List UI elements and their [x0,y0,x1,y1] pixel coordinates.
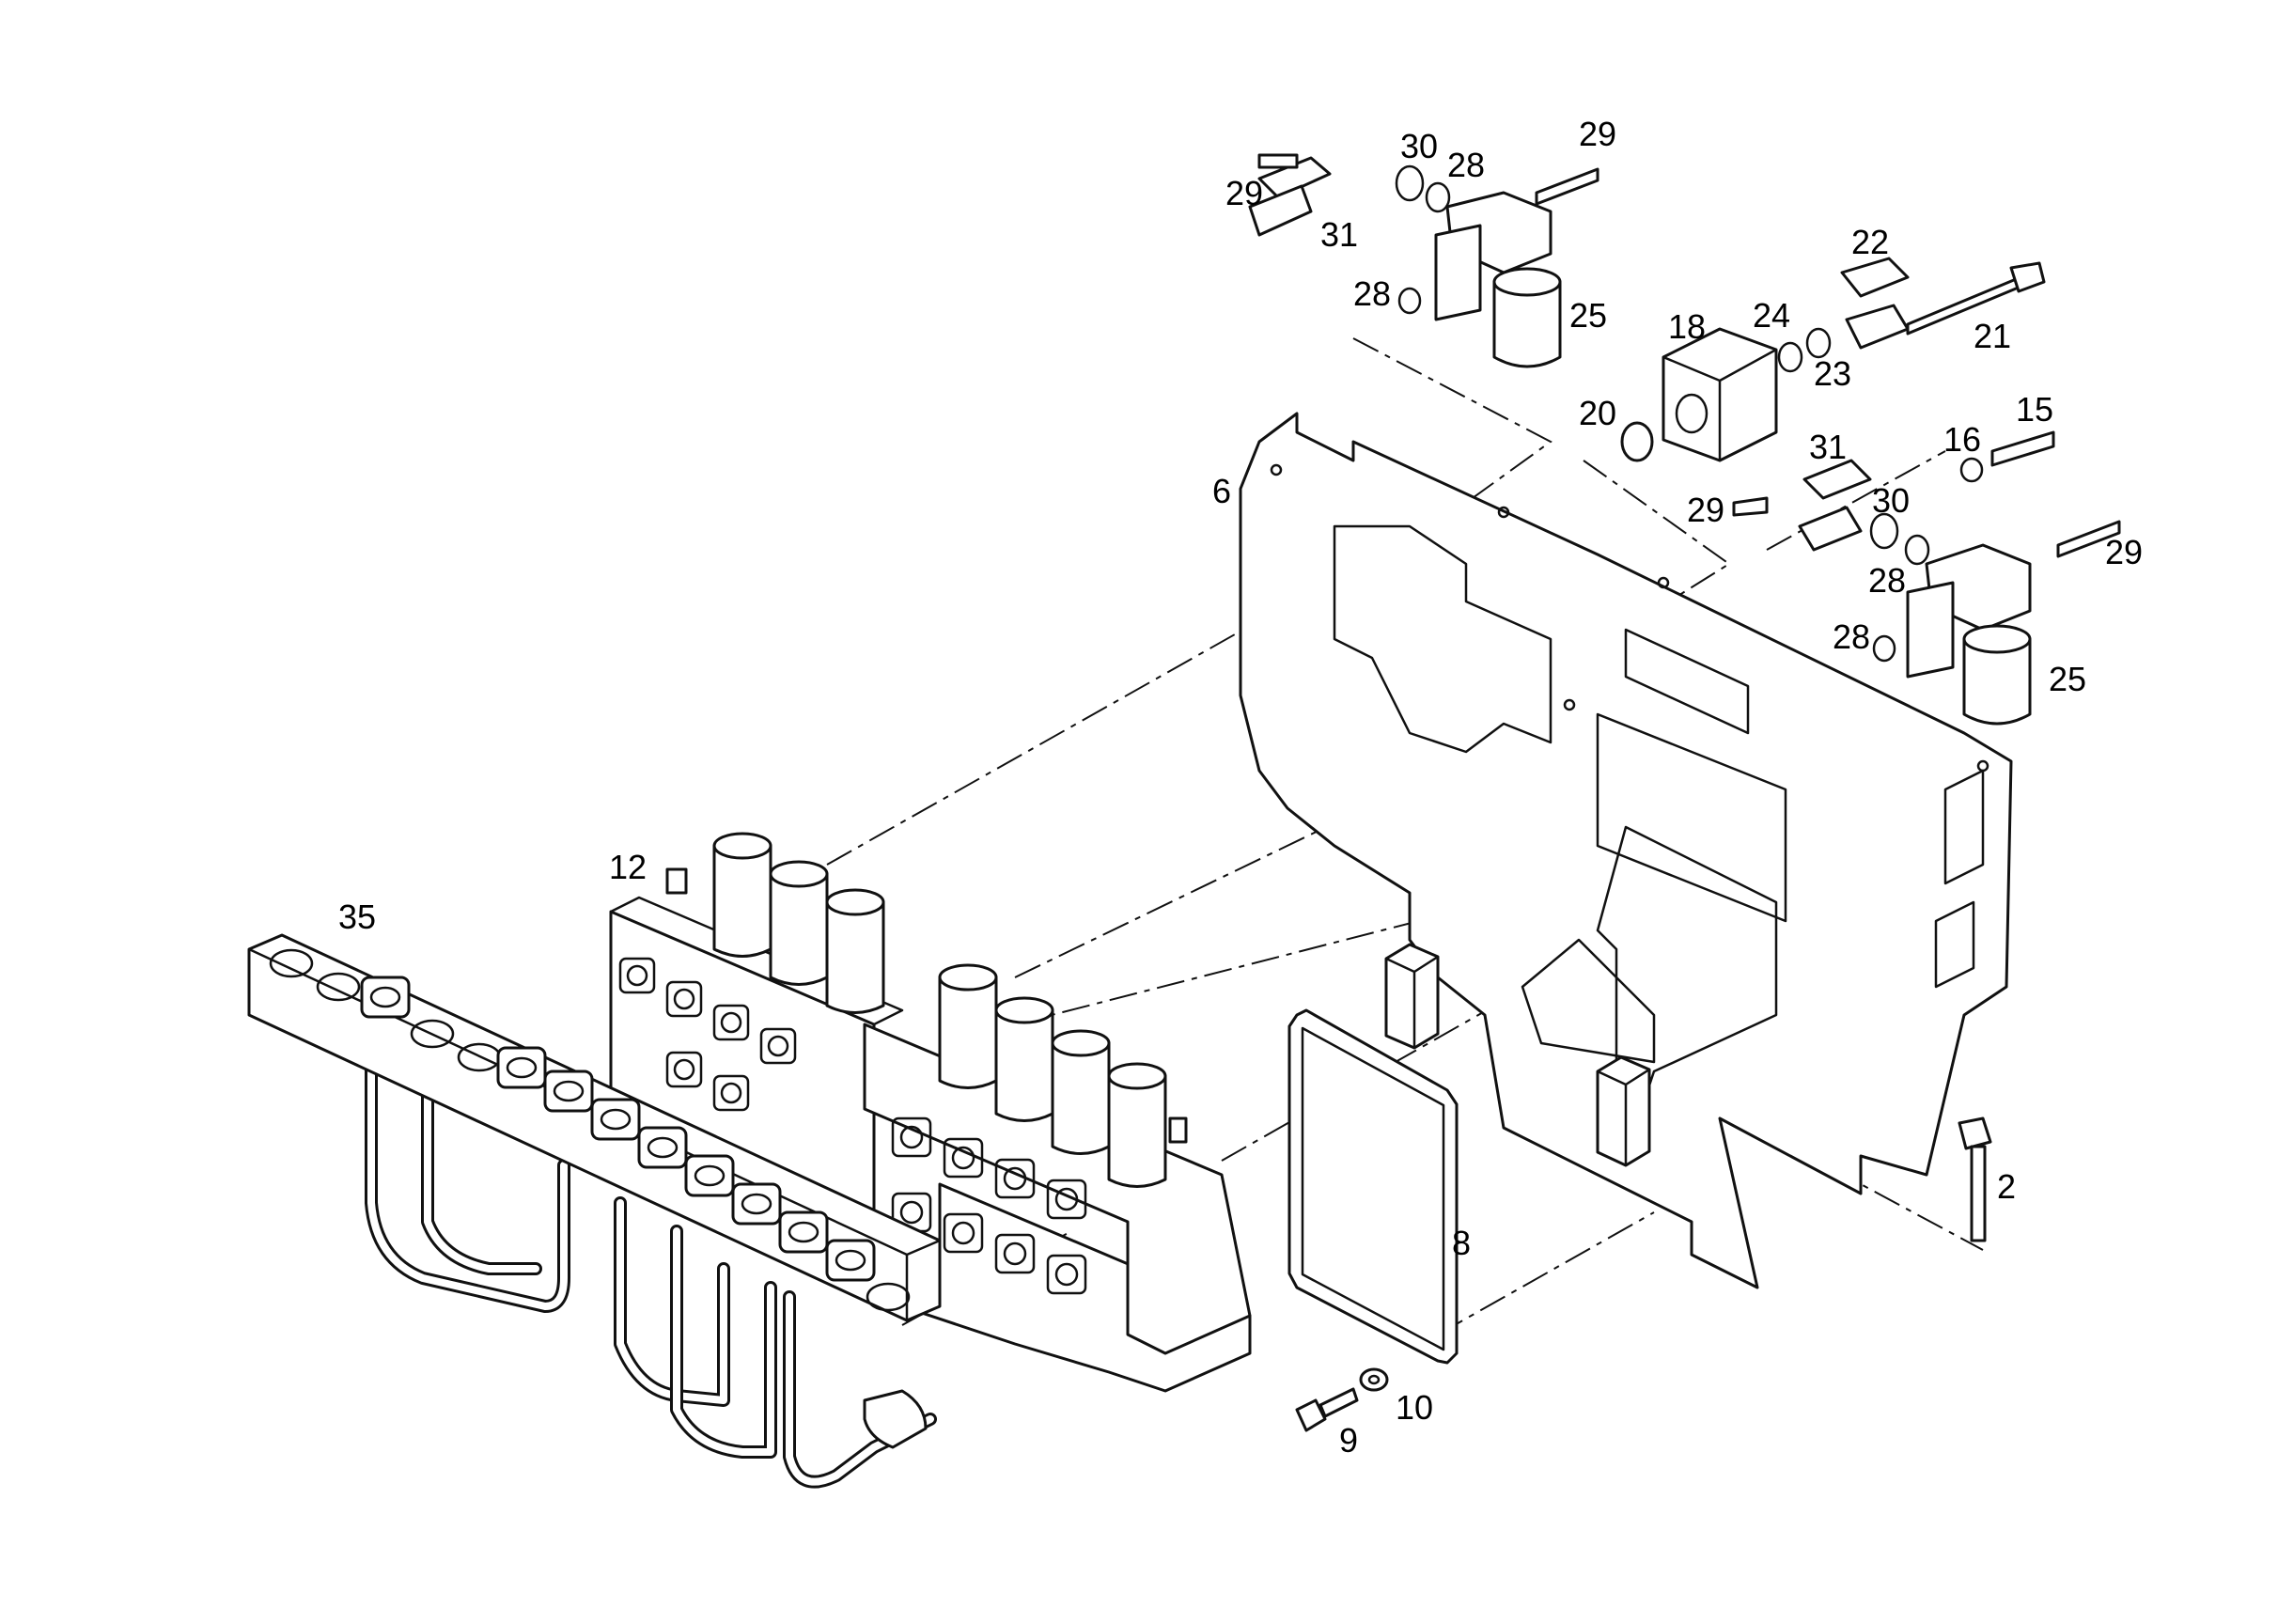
callout-31: 31 [1320,215,1358,254]
callout-23: 23 [1814,354,1851,393]
manifold-flanges [269,948,911,1312]
callout-20: 20 [1579,394,1616,432]
manifold-block-assembly [1620,257,2046,462]
manifold-tube-assembly [247,933,942,1489]
valve-ports [618,957,1087,1295]
solenoid-row-rear [712,832,885,1014]
callout-labels: 29 31 30 28 29 28 25 22 18 24 23 21 20 1… [338,115,2143,1460]
callout-9: 9 [1339,1421,1358,1460]
callout-25: 25 [2049,660,2086,698]
callout-24: 24 [1753,296,1790,335]
callout-25: 25 [1569,296,1607,335]
callout-6: 6 [1212,472,1231,510]
callout-12: 12 [609,848,647,886]
solenoid-row-front [938,963,1167,1188]
callout-2: 2 [1997,1167,2016,1206]
bolt-9-and-washer-10 [1295,1367,1389,1432]
control-valve-assembly [609,832,1252,1393]
callout-28: 28 [1833,617,1870,656]
callout-31: 31 [1809,428,1847,466]
mounting-block-left [1384,943,1440,1050]
callout-22: 22 [1851,223,1889,261]
callout-35: 35 [338,898,376,936]
callout-30: 30 [1400,127,1438,165]
callout-8: 8 [1452,1224,1471,1262]
callout-28: 28 [1868,561,1906,600]
callout-28: 28 [1353,274,1391,313]
callout-21: 21 [1974,317,2011,355]
callout-30: 30 [1872,481,1910,520]
callout-29: 29 [1225,174,1263,212]
bolt-2 [1958,1116,1992,1242]
callout-15: 15 [2016,390,2053,429]
lower-filter-assembly [1732,430,2121,726]
callout-28: 28 [1447,146,1485,184]
callout-16: 16 [1943,420,1981,459]
callout-29: 29 [1579,115,1616,153]
mounting-plate [1239,412,2013,1289]
callout-10: 10 [1396,1388,1433,1427]
callout-29: 29 [1687,491,1724,529]
cover-plate [1287,1008,1459,1365]
callout-29: 29 [2105,533,2143,571]
mounting-block-right [1596,1055,1651,1167]
upper-filter-assembly [1248,153,1599,368]
callout-18: 18 [1668,307,1706,346]
